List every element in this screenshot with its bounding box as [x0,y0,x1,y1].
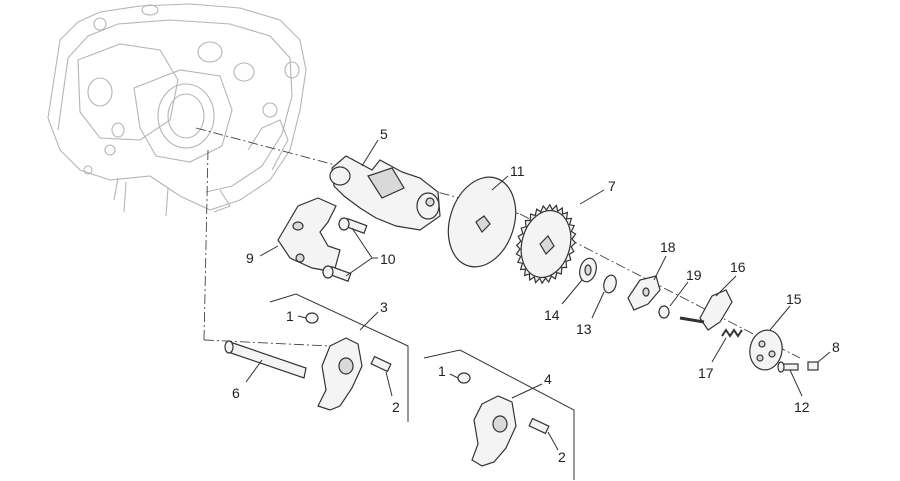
decompressor-lever [627,275,661,311]
adjuster-screw-2b [528,417,550,435]
callout-11: 11 [510,163,525,179]
adjuster-screw-2a [370,355,392,373]
screw-12 [777,361,799,373]
callout-2a: 2 [392,399,400,415]
washer-14 [579,257,597,283]
callout-5: 5 [380,126,388,142]
nut-1b [457,372,471,384]
leader-lines [245,139,831,480]
callout-19: 19 [686,267,702,283]
callout-3: 3 [380,299,388,315]
callout-2b: 2 [558,449,566,465]
spring-17 [721,328,743,338]
callout-labels: 5 11 7 9 10 18 19 16 14 13 15 8 17 12 3 … [232,126,840,465]
callout-8: 8 [832,339,840,355]
callout-6: 6 [232,385,240,401]
cover-15 [749,329,783,371]
callout-18: 18 [660,239,676,255]
washer-13 [603,274,617,294]
bush-19 [658,305,670,319]
thrust-disc [447,176,517,268]
rocker-arm-4 [471,395,517,467]
camshaft [329,155,441,231]
callout-4: 4 [544,371,552,387]
callout-1a: 1 [286,308,294,324]
nut-8 [807,361,819,371]
callout-15: 15 [786,291,802,307]
callout-13: 13 [576,321,592,337]
callout-1b: 1 [438,363,446,379]
callout-9: 9 [246,250,254,266]
callout-12: 12 [794,399,810,415]
retaining-plate [277,197,341,273]
nut-1a [305,312,319,324]
callout-14: 14 [544,307,560,323]
counterweight-16 [679,289,733,331]
callout-16: 16 [730,259,746,275]
timing-sprocket [515,203,577,285]
callout-7: 7 [608,178,616,194]
rocker-arm-3 [317,337,363,411]
callout-10: 10 [380,251,396,267]
bolts-10 [322,217,368,282]
rocker-shaft [224,340,307,379]
cylinder-head-housing [47,3,307,217]
callout-17: 17 [698,365,714,381]
